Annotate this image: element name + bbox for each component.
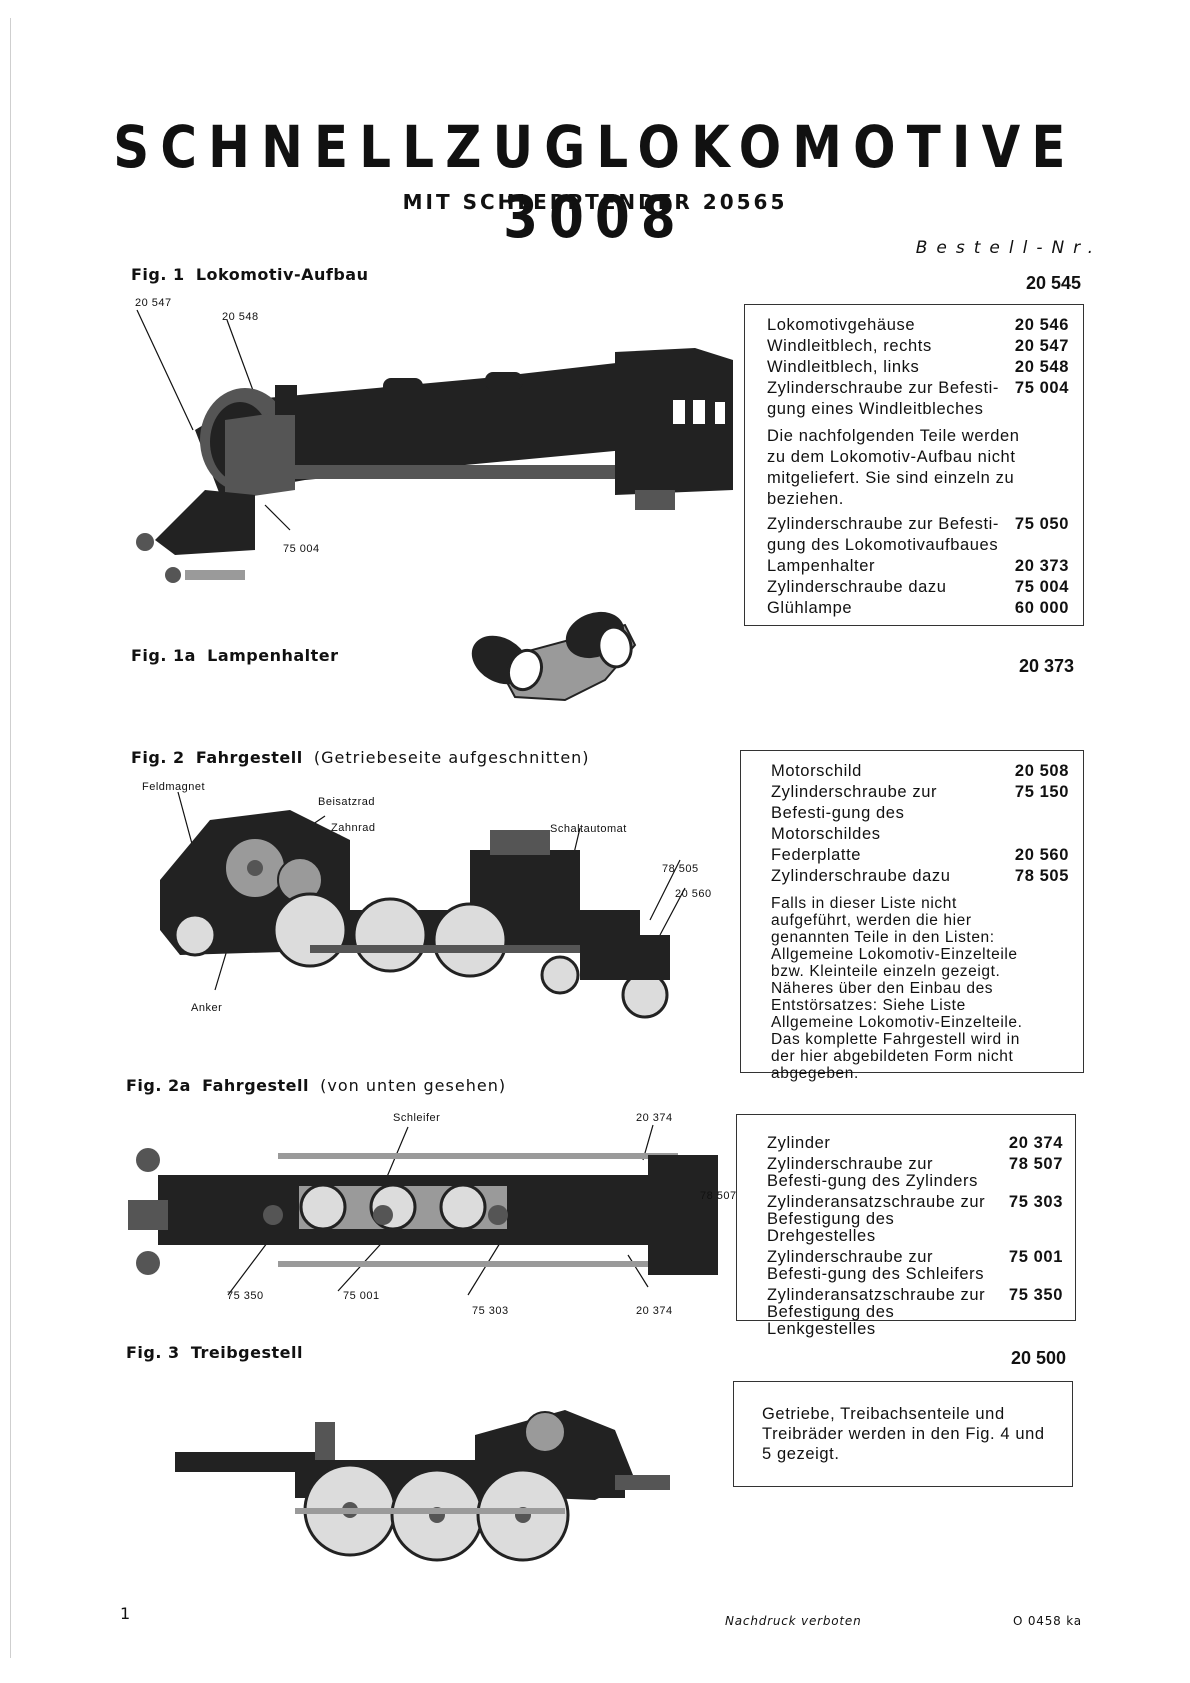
locomotive-body-illustration	[136, 309, 733, 583]
page-title: SCHNELLZUGLOKOMOTIVE 3008	[113, 113, 1077, 251]
fig2-callout-20560: 20 560	[675, 888, 712, 900]
fig2a-number: Fig. 2a	[126, 1076, 191, 1095]
parts-row: Zylinderschraube zur Befesti-gung des Mo…	[771, 783, 1069, 843]
fig1-note: Die nachfolgenden Teile werden zu dem Lo…	[767, 427, 1020, 508]
fig2-note-text: Falls in dieser Liste nicht aufgeführt, …	[771, 895, 1023, 1082]
fig2a-callout-75303: 75 303	[472, 1305, 509, 1317]
fig2a-callout-20374-bottom: 20 374	[636, 1305, 673, 1317]
drive-frame-illustration	[175, 1410, 670, 1562]
fig2-caption: Fig. 2 Fahrgestell (Getriebeseite aufges…	[131, 748, 590, 767]
fig1-title: Lokomotiv-Aufbau	[195, 265, 369, 284]
fig1a-caption: Fig. 1a Lampenhalter	[131, 646, 339, 665]
fig2-callout-anker: Anker	[191, 1002, 223, 1014]
fig1-number: Fig. 1	[131, 265, 185, 284]
fig2-number: Fig. 2	[131, 748, 185, 767]
parts-row: Zylinderansatzschraube zur Befestigung d…	[767, 1286, 1063, 1338]
fig1-caption: Fig. 1 Lokomotiv-Aufbau	[131, 265, 368, 284]
fig2-callout-schaltautomat: Schaltautomat	[550, 823, 627, 835]
fig2a-callout-20374-top: 20 374	[636, 1112, 673, 1124]
parts-row: Zylinderansatzschraube zur Befestigung d…	[767, 1193, 1063, 1245]
reprint-notice: Nachdruck verboten	[725, 1614, 862, 1628]
fig2a-callout-schleifer: Schleifer	[393, 1112, 441, 1124]
fig2-callout-78505: 78 505	[662, 863, 699, 875]
fig2-note: (Getriebeseite aufgeschnitten)	[313, 748, 590, 767]
fig3-caption: Fig. 3 Treibgestell	[126, 1343, 303, 1362]
parts-row: Zylinderschraube zur Befesti-gung eines …	[767, 379, 1069, 418]
fig3-note: Getriebe, Treibachsenteile und Treibräde…	[762, 1405, 1045, 1463]
fig2a-note: (von unten gesehen)	[320, 1076, 507, 1095]
fig1-callout-3: 75 004	[283, 543, 320, 555]
fig1a-number: Fig. 1a	[131, 646, 196, 665]
fig2-callout-beisatzrad: Beisatzrad	[318, 796, 375, 808]
fig2a-caption: Fig. 2a Fahrgestell (von unten gesehen)	[126, 1076, 506, 1095]
parts-row: Zylinderschraube zur Befesti-gung des Sc…	[767, 1248, 1063, 1283]
chassis-illustration	[160, 791, 686, 1019]
fig3-title: Treibgestell	[190, 1343, 303, 1362]
fig2a-title: Fahrgestell	[202, 1076, 309, 1095]
fig2-title: Fahrgestell	[195, 748, 303, 767]
page-number: 1	[120, 1604, 131, 1623]
fig1a-title: Lampenhalter	[207, 646, 339, 665]
fig3-order-number: 20 500	[1011, 1348, 1067, 1368]
page-subtitle: MIT SCHLEPPTENDER 20565	[402, 190, 788, 214]
order-number-label: Bestell-Nr.	[915, 238, 1102, 258]
fig2-callout-feldmagnet: Feldmagnet	[142, 781, 206, 793]
fig2a-callout-75001: 75 001	[343, 1290, 380, 1302]
fig1-callout-2: 20 548	[222, 311, 259, 323]
parts-row: Zylinderschraube zur Befesti-gung des Zy…	[767, 1155, 1063, 1190]
fig2a-callout-75350: 75 350	[227, 1290, 264, 1302]
lamp-holder-illustration	[471, 611, 637, 702]
parts-row: Zylinderschraube zur Befesti-gung des Lo…	[767, 515, 1069, 554]
fig2a-callout-78507: 78 507	[700, 1190, 737, 1202]
fig2-callout-zahnrad: Zahnrad	[331, 822, 376, 834]
scan-edge-line	[10, 18, 11, 1658]
fig1-callout-1: 20 547	[135, 297, 172, 309]
fig1-order-number: 20 545	[1026, 273, 1082, 293]
document-code: O 0458 ka	[1013, 1614, 1082, 1628]
chassis-underside-illustration	[128, 1124, 718, 1296]
fig3-number: Fig. 3	[126, 1343, 180, 1362]
fig3-note-box: Getriebe, Treibachsenteile und Treibräde…	[733, 1381, 1073, 1487]
fig1a-order-number: 20 373	[1019, 656, 1075, 676]
